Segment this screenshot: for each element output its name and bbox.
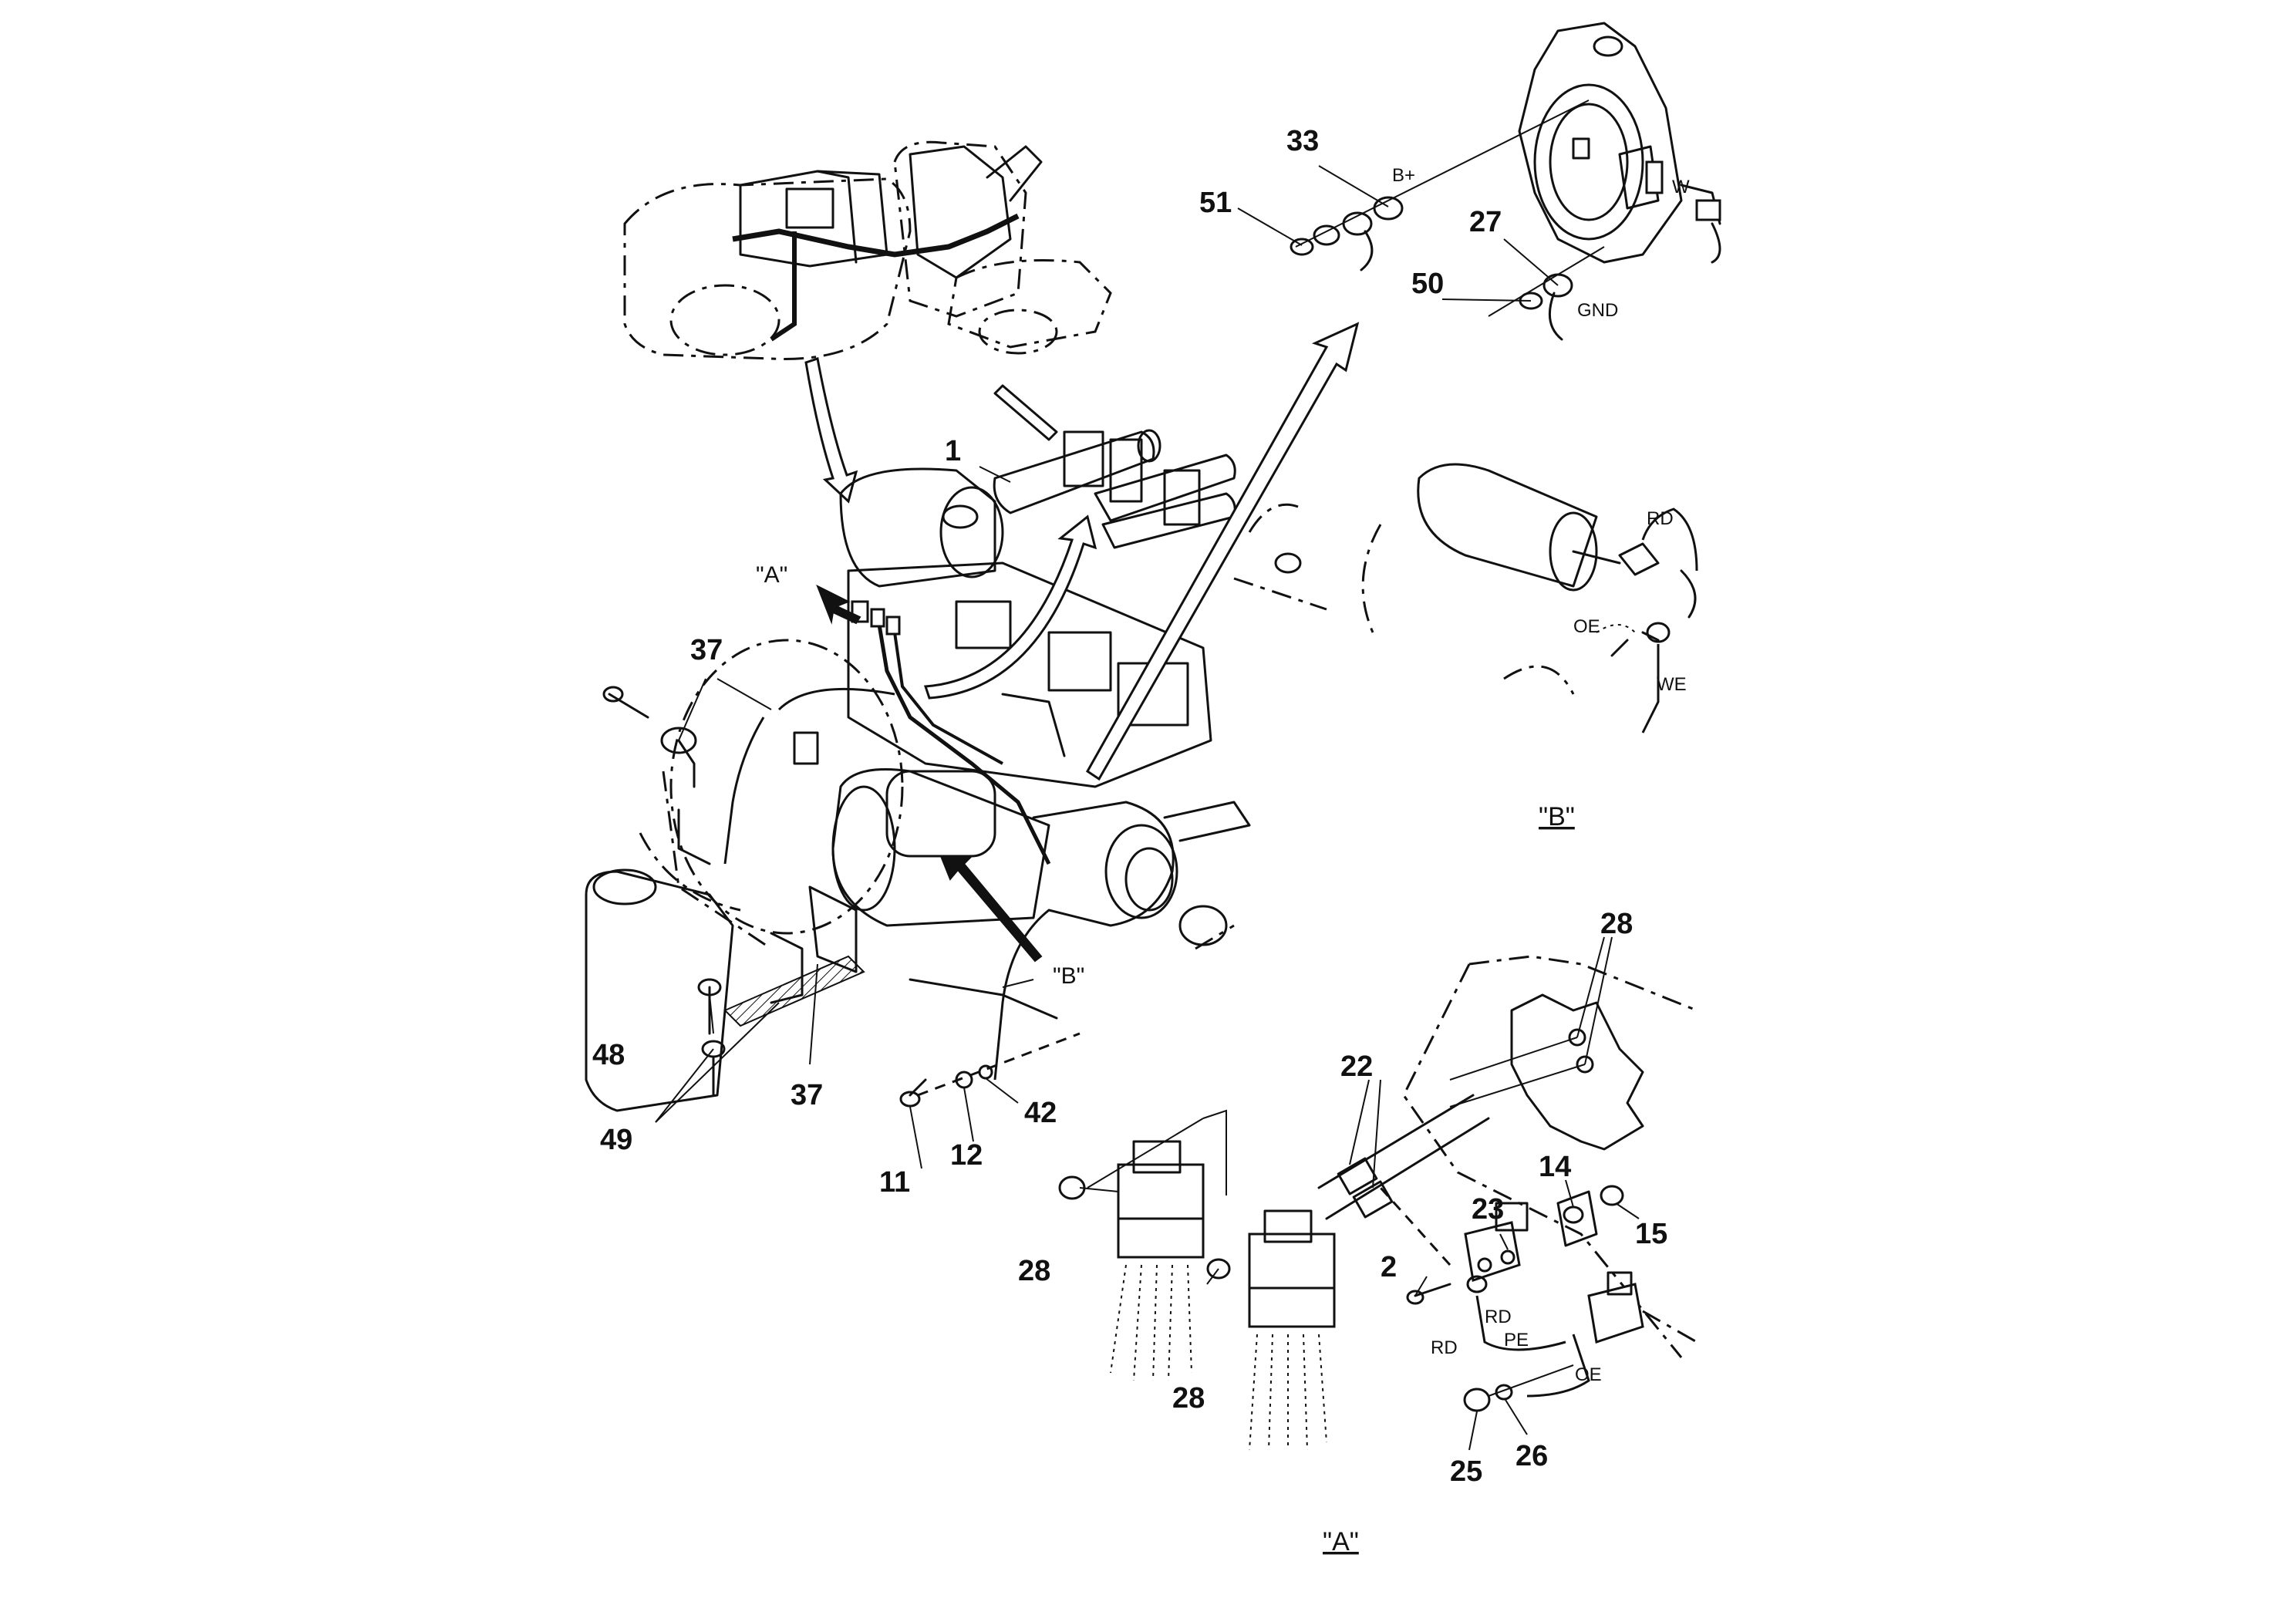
callout-14: 14 xyxy=(1539,1151,1571,1183)
callout-12: 12 xyxy=(950,1139,983,1172)
wire-label-rd-a1: RD xyxy=(1485,1307,1512,1327)
callout-26: 26 xyxy=(1515,1440,1548,1472)
view-b-title: "B" xyxy=(1539,802,1575,831)
curved-arrow-icon xyxy=(923,514,1097,700)
wire-label-gnd: GND xyxy=(1577,300,1618,321)
curved-arrow-icon xyxy=(804,357,858,504)
view-a-pointer-label: "A" xyxy=(756,562,787,588)
wire-label-rd-a2: RD xyxy=(1431,1337,1458,1358)
view-b-pointer-arrow xyxy=(939,855,1043,963)
view-a-pointer-arrow xyxy=(816,584,861,625)
callout-25: 25 xyxy=(1450,1455,1482,1488)
view-a-title: "A" xyxy=(1323,1527,1359,1556)
callout-37-top: 37 xyxy=(690,634,723,666)
callout-2: 2 xyxy=(1381,1251,1397,1283)
wire-label-oe-a: OE xyxy=(1575,1364,1602,1385)
view-b-detail xyxy=(1233,463,1698,733)
machine-overview xyxy=(623,140,1112,360)
view-references: "A" "B" "B" "A" xyxy=(756,562,1575,1556)
callout-23: 23 xyxy=(1472,1193,1504,1226)
callout-48: 48 xyxy=(592,1039,625,1071)
wire-label-w: W xyxy=(1672,177,1690,197)
callout-1: 1 xyxy=(945,435,961,467)
long-arrow-icon xyxy=(1086,322,1360,781)
callout-numbers: 1 2 11 12 14 15 22 23 25 26 27 28 28 28 … xyxy=(592,125,1667,1488)
callout-28-left: 28 xyxy=(1018,1255,1050,1287)
wire-label-b-plus: B+ xyxy=(1392,165,1415,186)
wire-label-oe-b: OE xyxy=(1573,616,1600,637)
callout-50: 50 xyxy=(1411,268,1444,300)
alternator-detail xyxy=(1290,22,1721,341)
wire-label-rd-b: RD xyxy=(1647,508,1674,529)
callout-49: 49 xyxy=(600,1124,632,1156)
leader-lines xyxy=(655,165,1640,1451)
wire-label-we: WE xyxy=(1657,674,1687,695)
callout-28-top: 28 xyxy=(1600,908,1633,940)
callout-33: 33 xyxy=(1286,125,1319,157)
callout-15: 15 xyxy=(1635,1218,1667,1250)
callout-37-bottom: 37 xyxy=(791,1079,823,1111)
callout-27: 27 xyxy=(1469,206,1502,238)
callout-11: 11 xyxy=(879,1166,910,1199)
callout-22: 22 xyxy=(1340,1050,1373,1083)
view-b-pointer-label: "B" xyxy=(1053,963,1084,989)
callout-42: 42 xyxy=(1024,1097,1057,1129)
view-a-detail xyxy=(1058,955,1698,1451)
engine-assembly xyxy=(585,384,1251,1112)
callout-28-middle: 28 xyxy=(1172,1382,1205,1415)
wire-labels: B+ W GND RD OE WE RD PE RD OE xyxy=(1392,165,1690,1385)
wire-label-pe: PE xyxy=(1504,1330,1529,1351)
callout-51: 51 xyxy=(1199,187,1232,219)
